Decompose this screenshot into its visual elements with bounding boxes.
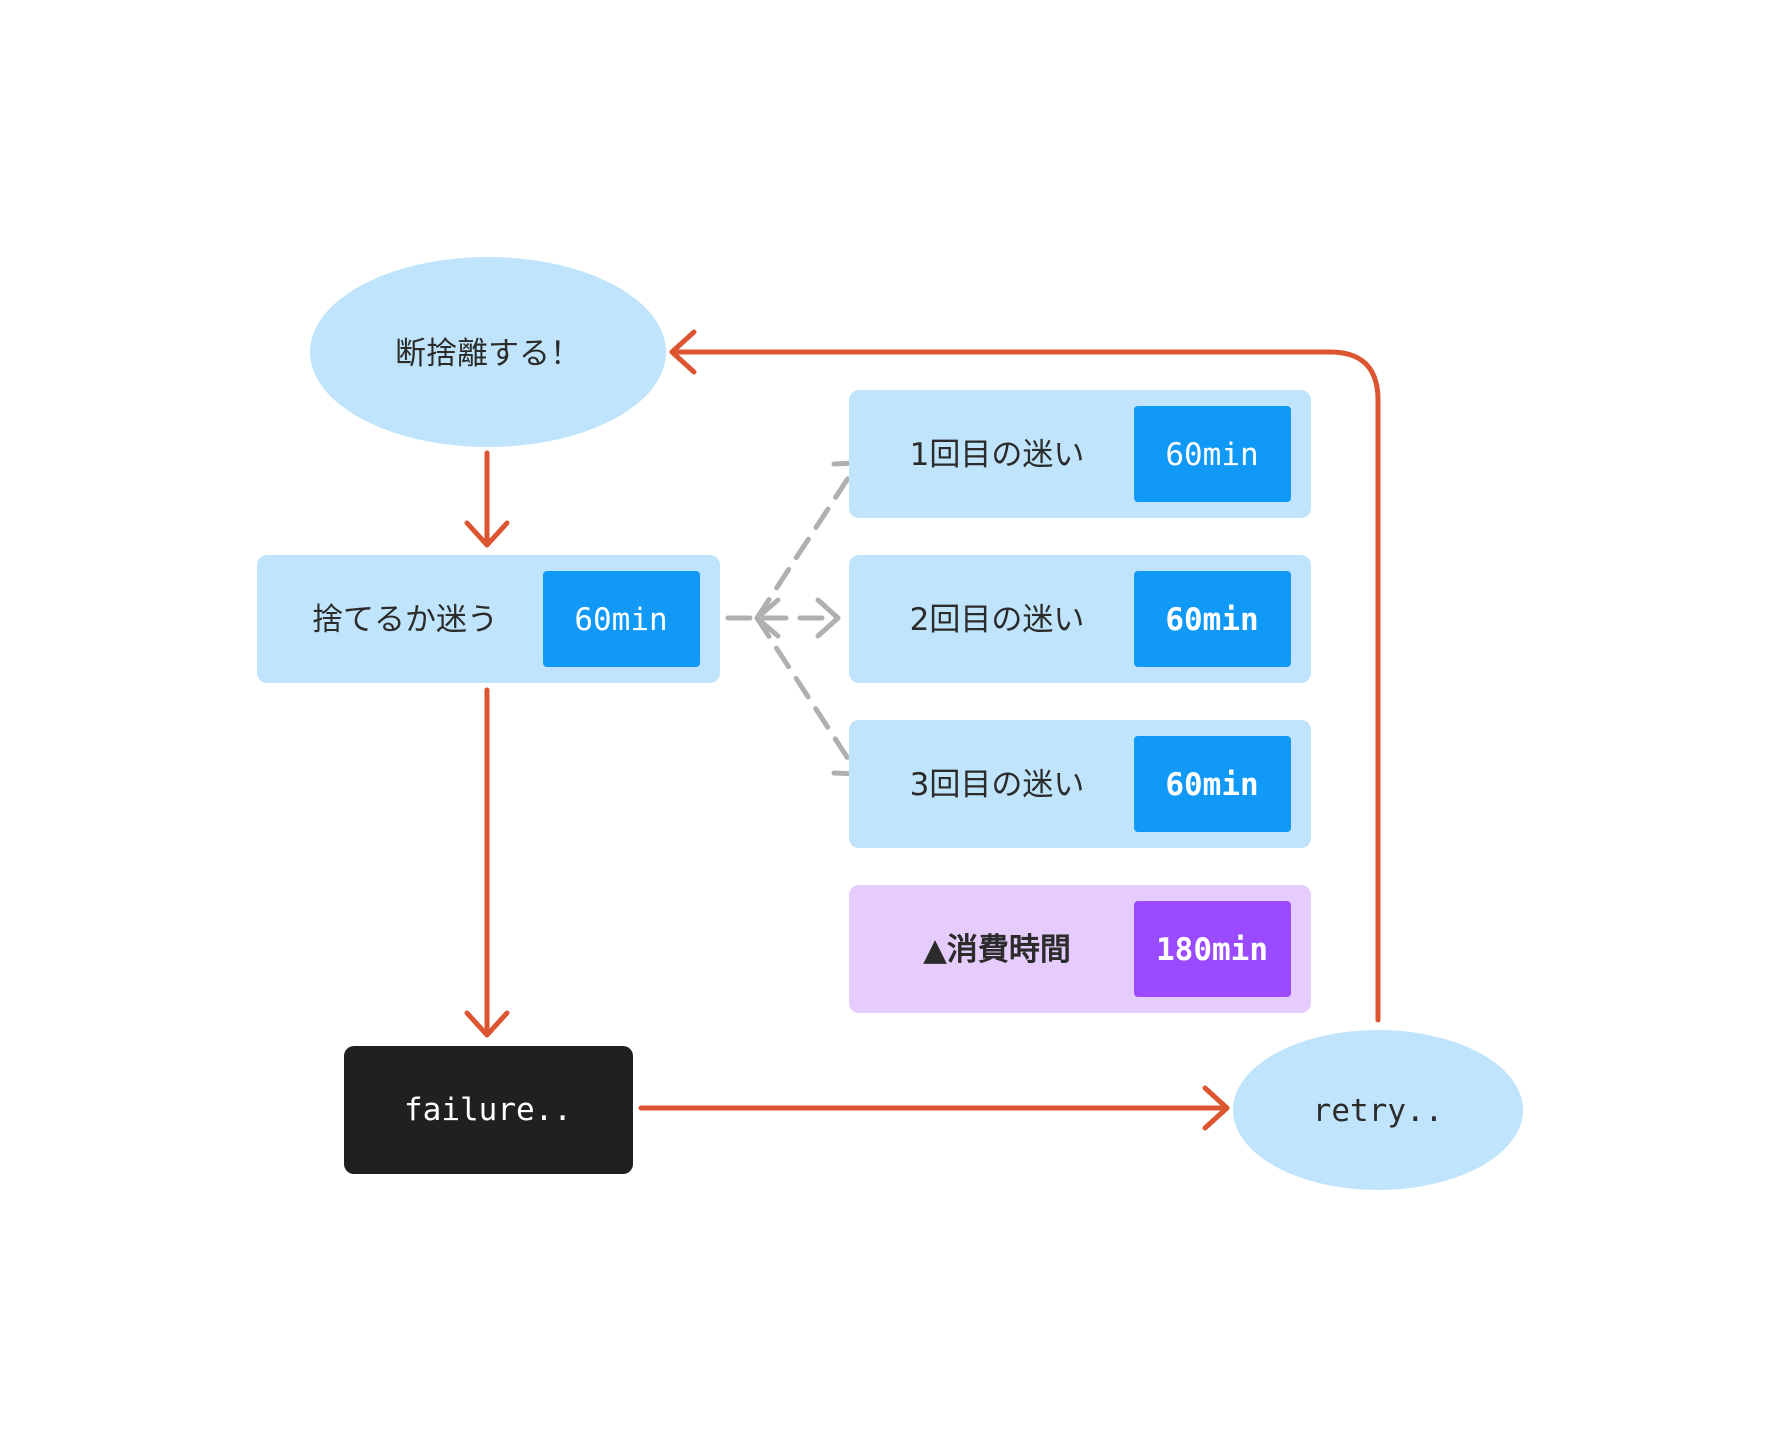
- branch-root-chevron: [754, 597, 781, 639]
- hesitation-1-label: 1回目の迷い: [910, 437, 1085, 473]
- total-time-label: ▲消費時間: [923, 932, 1071, 968]
- hesitation-3-badge-text: 60min: [1165, 767, 1258, 803]
- hesitate-label: 捨てるか迷う: [312, 602, 498, 638]
- arrow-retry-to-start: [669, 349, 1381, 1023]
- start-label: 断捨離する！: [395, 336, 581, 372]
- hesitation-3-label: 3回目の迷い: [910, 767, 1085, 803]
- flow-connectors: [464, 329, 1381, 1131]
- hesitation-3-node: 3回目の迷い 60min: [849, 720, 1311, 848]
- total-time-node: ▲消費時間 180min: [849, 885, 1311, 1013]
- total-time-badge: [1134, 901, 1291, 997]
- branch-arrow-3: [754, 615, 861, 777]
- arrow-failure-to-retry-head: [1202, 1085, 1230, 1131]
- branch-arrow-1: [754, 460, 861, 621]
- hesitation-2-label: 2回目の迷い: [910, 602, 1085, 638]
- start-ellipse: [310, 257, 666, 447]
- hesitation-2-node: 2回目の迷い 60min: [849, 555, 1311, 683]
- failure-box: [344, 1046, 633, 1174]
- hesitation-1-badge: [1134, 406, 1291, 502]
- hesitation-2-badge-text: 60min: [1165, 602, 1258, 638]
- arrow-retry-to-start-head: [669, 329, 697, 375]
- failure-label: failure..: [404, 1092, 572, 1128]
- hesitation-3-badge: [1134, 736, 1291, 832]
- branch-arrow-2-head: [815, 597, 841, 639]
- hesitation-1-node: 1回目の迷い 60min: [849, 390, 1311, 518]
- hesitate-badge: [543, 571, 700, 667]
- retry-label: retry..: [1313, 1093, 1444, 1129]
- total-time-badge-text: 180min: [1156, 932, 1268, 968]
- arrow-start-to-hesitate-head: [464, 520, 510, 548]
- hesitate-node: 捨てるか迷う 60min: [257, 555, 720, 683]
- retry-ellipse: [1233, 1030, 1523, 1190]
- hesitation-2-badge: [1134, 571, 1291, 667]
- hesitation-1-badge-text: 60min: [1165, 437, 1258, 473]
- arrow-hesitate-to-failure-head: [464, 1010, 510, 1038]
- branch-connectors: [725, 460, 866, 777]
- start-node: 断捨離する！: [310, 257, 666, 447]
- failure-node: failure..: [344, 1046, 633, 1174]
- hesitate-badge-text: 60min: [574, 602, 667, 638]
- retry-node: retry..: [1233, 1030, 1523, 1190]
